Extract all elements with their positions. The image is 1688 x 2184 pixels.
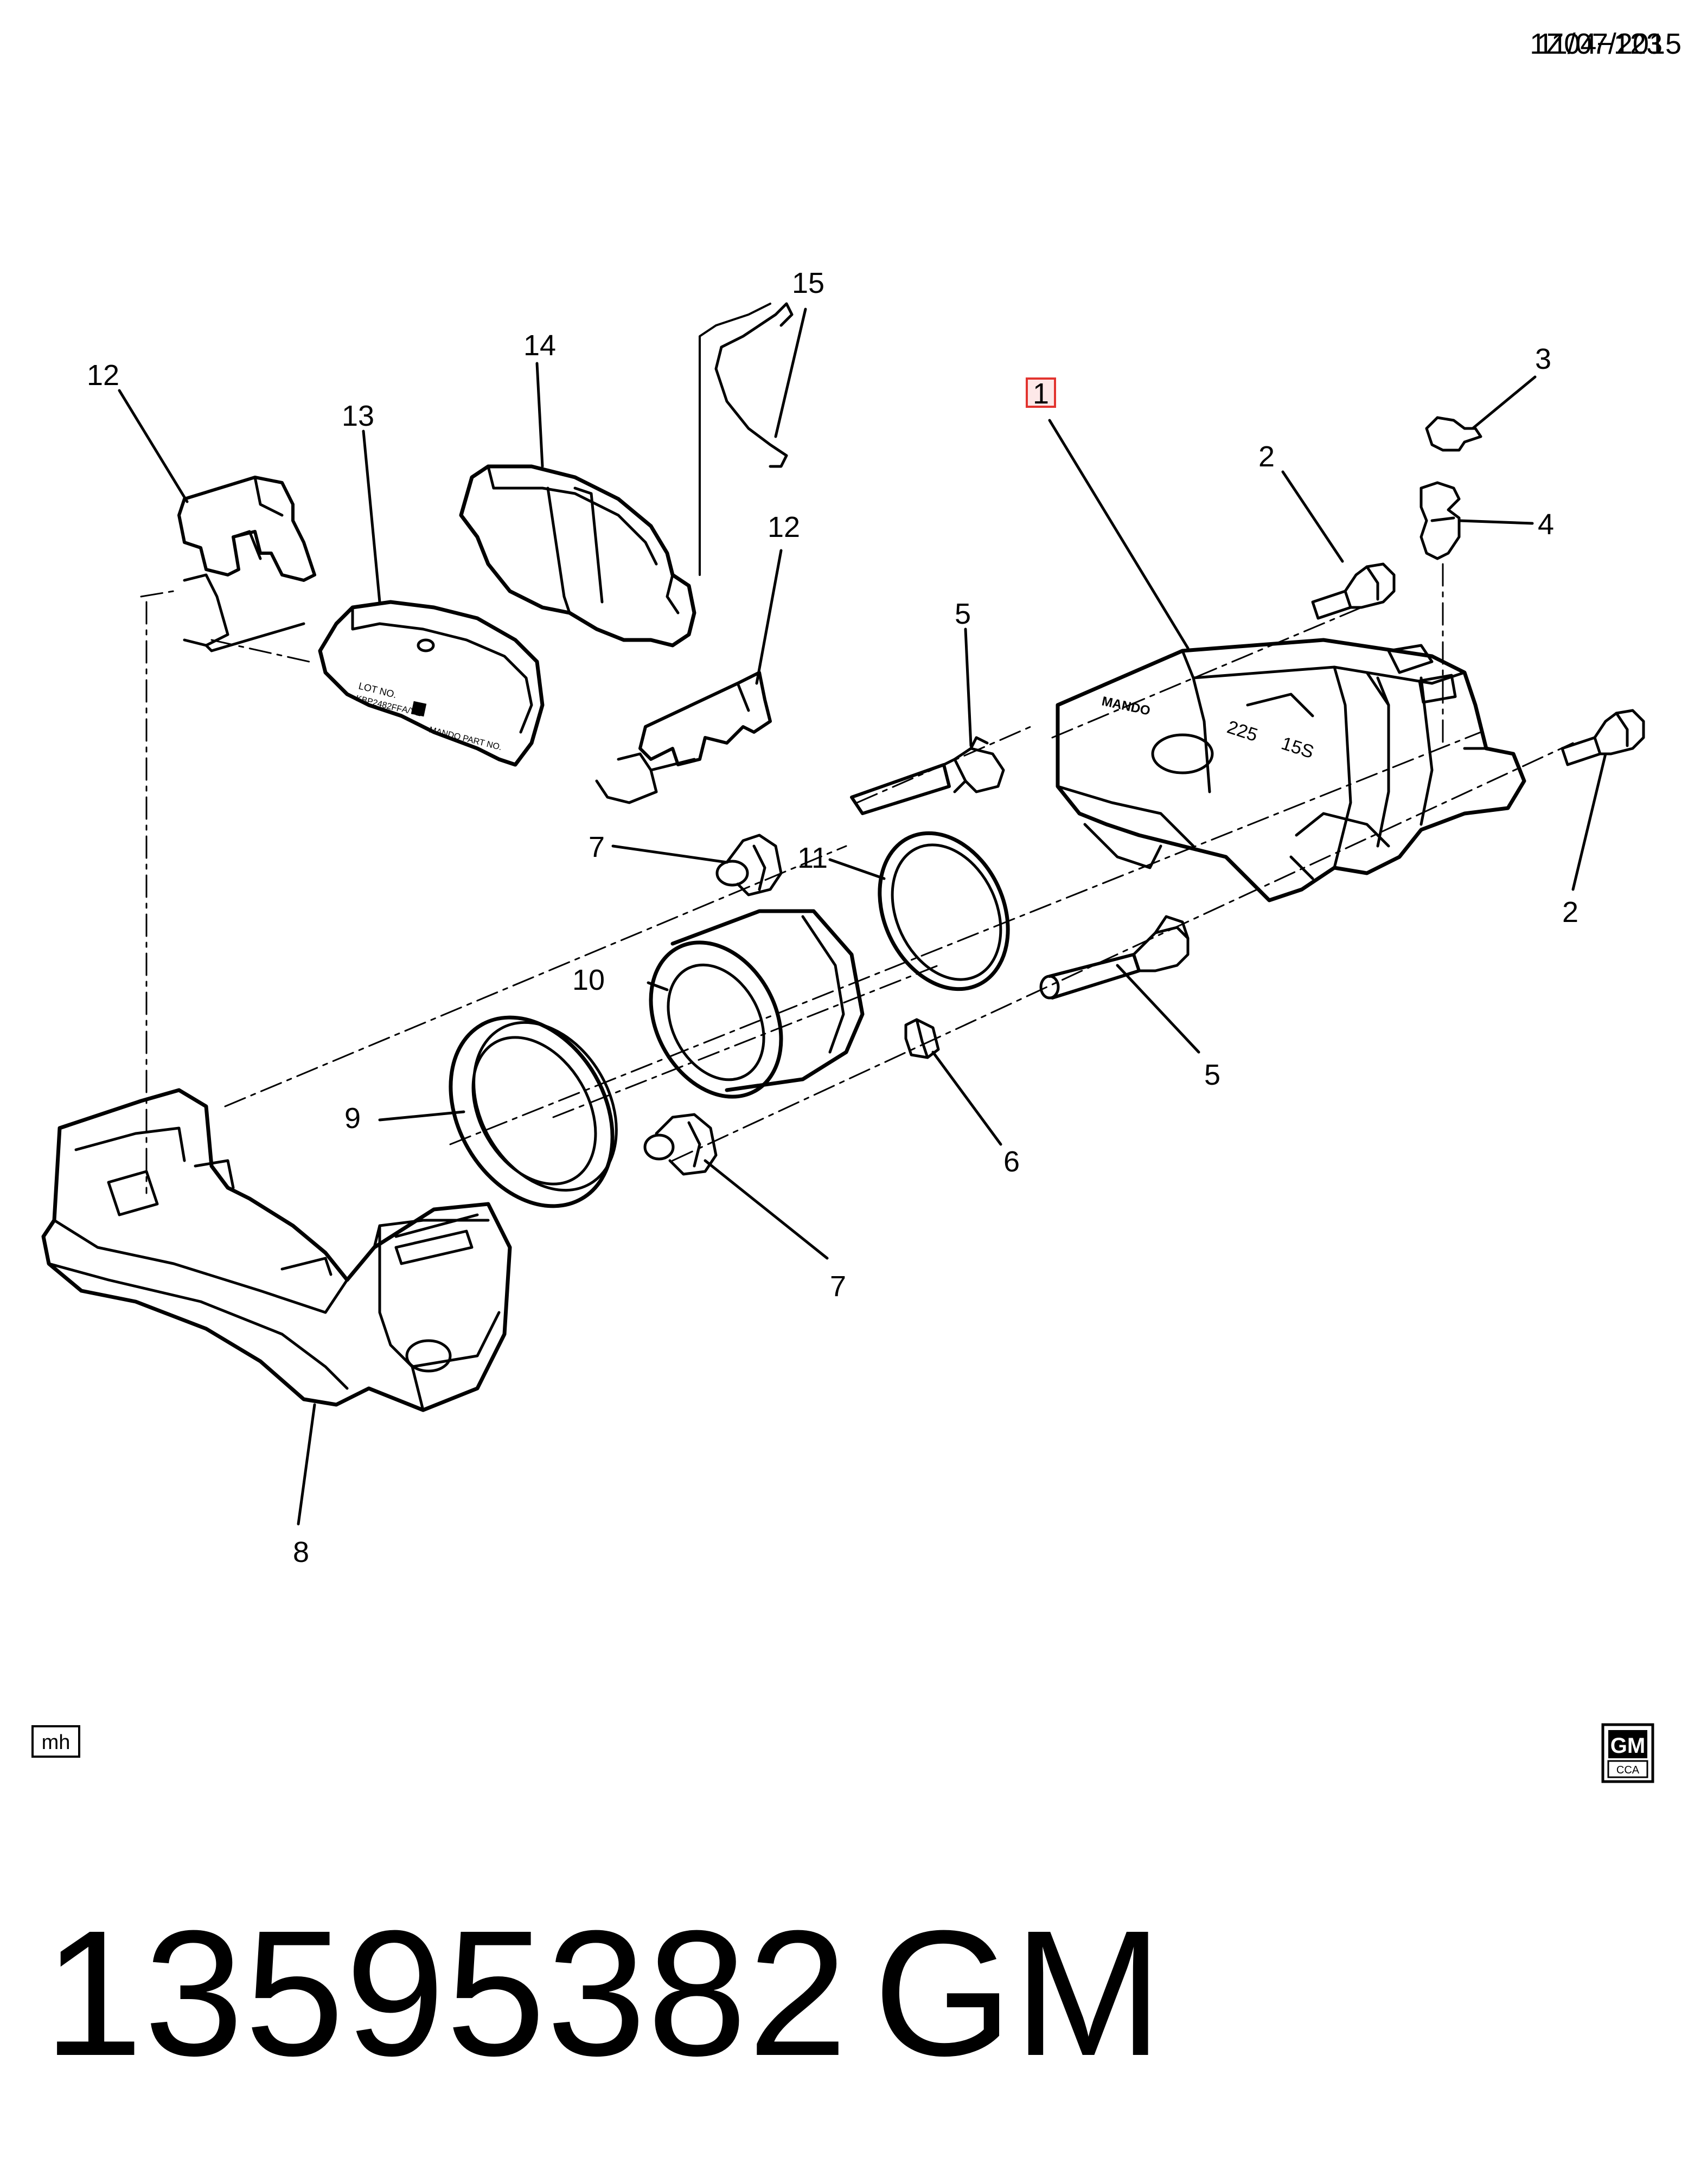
drawing-date: 11/07/2015 bbox=[1537, 28, 1681, 60]
callout-5b: 5 bbox=[1204, 1059, 1220, 1091]
part-number: 13595382 bbox=[43, 1893, 849, 2093]
callout-9: 9 bbox=[344, 1102, 361, 1135]
o-ring-part bbox=[878, 831, 1010, 991]
reference-code: 1Z04−123 bbox=[1530, 28, 1663, 60]
callout-14: 14 bbox=[523, 329, 556, 362]
callout-13: 13 bbox=[342, 400, 374, 432]
callout-11: 11 bbox=[797, 842, 828, 874]
callout-leader-lines bbox=[118, 308, 1607, 1526]
inner-brake-pad-part bbox=[318, 600, 545, 767]
caliper-bolt-upper-part bbox=[1311, 562, 1396, 620]
artist-mark-text: mh bbox=[42, 1731, 71, 1754]
highlighted-callout-box bbox=[1026, 377, 1056, 408]
drawing-date-wrap: 11/07/2015 bbox=[1508, 27, 1681, 61]
callout-7b: 7 bbox=[830, 1270, 846, 1303]
callout-2a: 2 bbox=[1258, 440, 1275, 473]
assembly-centerlines bbox=[140, 563, 1574, 1194]
guide-pin-upper-part bbox=[850, 736, 1005, 815]
bleeder-cap-part bbox=[1425, 416, 1482, 452]
pad-part-text: MANDO PART NO. bbox=[428, 725, 503, 752]
callout-7a: 7 bbox=[589, 831, 605, 863]
caliper-bolt-right-part bbox=[1561, 709, 1645, 766]
artist-mark-box: mh bbox=[31, 1725, 80, 1758]
gm-cca-logo: GM CCA bbox=[1601, 1723, 1654, 1783]
logo-cca-text: CCA bbox=[1616, 1764, 1640, 1776]
caliper-size-text: 225 bbox=[1225, 716, 1261, 746]
callout-1: 1 bbox=[1033, 377, 1049, 410]
caliper-code-text: 15S bbox=[1279, 733, 1316, 763]
part-markings: LOT NO. KBP2482FF A/YE MANDO PART NO. MA… bbox=[355, 680, 1316, 763]
callout-12b: 12 bbox=[768, 511, 800, 543]
pin-boot-lower-part bbox=[643, 1113, 718, 1176]
logo-gm-text: GM bbox=[1610, 1734, 1645, 1758]
pin-boot-upper-part bbox=[715, 834, 783, 896]
caliper-housing-part bbox=[1056, 638, 1526, 902]
anti-rattle-clip-upper-part bbox=[177, 476, 316, 652]
callout-4: 4 bbox=[1538, 508, 1554, 541]
callout-12a: 12 bbox=[87, 359, 119, 392]
callout-6: 6 bbox=[1003, 1145, 1020, 1178]
callout-2b: 2 bbox=[1562, 896, 1578, 928]
callout-5a: 5 bbox=[955, 598, 971, 630]
callout-numbers: 12 13 14 15 12 1 2 3 4 5 7 11 2 10 5 9 6… bbox=[87, 267, 1578, 1568]
caliper-bracket-part bbox=[41, 1088, 512, 1412]
bleeder-valve-part bbox=[1420, 481, 1461, 560]
brand-name: GM bbox=[873, 1893, 1164, 2093]
anti-rattle-clip-lower-part bbox=[595, 671, 772, 804]
outer-brake-pad-part bbox=[459, 464, 696, 648]
pad-spring-part bbox=[699, 302, 794, 576]
callout-8: 8 bbox=[293, 1536, 309, 1568]
callout-3: 3 bbox=[1535, 343, 1551, 375]
guide-pin-lower-part bbox=[1039, 915, 1190, 1000]
piston-seal-part bbox=[449, 1015, 618, 1208]
callout-15: 15 bbox=[792, 267, 824, 299]
piston-part bbox=[649, 909, 865, 1099]
drawing-reference: 1Z04−123 bbox=[1530, 27, 1663, 61]
callout-10: 10 bbox=[572, 964, 605, 996]
